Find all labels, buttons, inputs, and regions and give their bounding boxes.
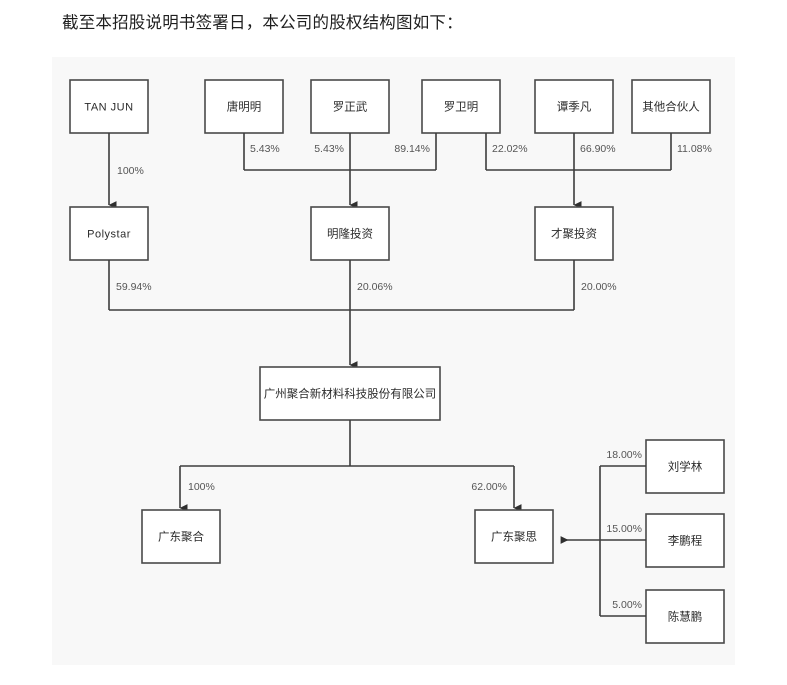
edge-label-chenhuipeng-jusi: 5.00% [612, 599, 642, 611]
node-label: 广州聚合新材料科技股份有限公司 [264, 387, 437, 401]
edge-label-lipengcheng-jusi: 15.00% [606, 523, 642, 535]
node-caiju[interactable]: 才聚投资 [534, 206, 614, 261]
node-box [259, 366, 441, 421]
node-label: 其他合伙人 [642, 100, 700, 114]
node-tang-mingming[interactable]: 唐明明 [204, 79, 284, 134]
edge-label-otherpartners-caiju: 11.08% [677, 143, 712, 155]
node-label: 罗卫明 [444, 101, 479, 114]
node-luo-weiming[interactable]: 罗卫明 [421, 79, 501, 134]
node-guangdong-jusi[interactable]: 广东聚思 [474, 509, 554, 564]
node-label: 广东聚思 [491, 531, 537, 544]
equity-structure-diagram: TAN JUN 唐明明 罗正武 罗卫明 谭季凡 其他合伙人 100% [52, 57, 735, 665]
node-label: 广东聚合 [158, 530, 204, 544]
node-box [534, 206, 614, 261]
node-label: 谭季凡 [557, 101, 592, 114]
node-label: 刘学林 [668, 460, 703, 474]
edge-label-tanjun-polystar: 100% [117, 165, 144, 177]
node-label: 李鹏程 [668, 534, 703, 548]
node-liu-xuelin[interactable]: 刘学林 [645, 439, 725, 494]
edge-label-liuxuelin-jusi: 18.00% [606, 449, 642, 461]
node-li-pengcheng[interactable]: 李鹏程 [645, 513, 725, 568]
edge-label-caiju-main: 20.00% [581, 281, 617, 293]
node-box [69, 79, 149, 134]
node-polystar[interactable]: Polystar [69, 206, 149, 261]
node-box [204, 79, 284, 134]
page-title: 截至本招股说明书签署日，本公司的股权结构图如下： [62, 13, 463, 32]
node-box [69, 206, 149, 261]
node-guangdong-juhe[interactable]: 广东聚合 [141, 509, 221, 564]
diagram-svg: TAN JUN 唐明明 罗正武 罗卫明 谭季凡 其他合伙人 100% [69, 79, 725, 644]
node-label: 陈慧鹏 [668, 610, 703, 624]
node-box [474, 509, 554, 564]
node-box [141, 509, 221, 564]
node-label: Polystar [87, 228, 131, 240]
node-main-company[interactable]: 广州聚合新材料科技股份有限公司 [259, 366, 441, 421]
node-luo-zhengwu[interactable]: 罗正武 [310, 79, 390, 134]
node-other-partners[interactable]: 其他合伙人 [631, 79, 711, 134]
node-label: 才聚投资 [551, 227, 597, 241]
edge-label-luoweiming-caiju: 22.02% [492, 143, 528, 155]
node-minglong[interactable]: 明隆投资 [310, 206, 390, 261]
node-label: 明隆投资 [327, 227, 373, 241]
edge-label-luozhengwu-minglong: 5.43% [314, 143, 344, 155]
node-label: 罗正武 [333, 101, 368, 114]
node-box [645, 439, 725, 494]
node-box [631, 79, 711, 134]
edge-label-minglong-main: 20.06% [357, 281, 393, 293]
node-tan-jun[interactable]: TAN JUN [69, 79, 149, 134]
node-box [645, 589, 725, 644]
node-box [645, 513, 725, 568]
node-box [421, 79, 501, 134]
edge-label-main-jusi: 62.00% [471, 481, 507, 493]
edge-label-main-juhe: 100% [188, 481, 215, 493]
node-label: TAN JUN [84, 101, 133, 113]
edge-label-tangmingming-minglong: 5.43% [250, 143, 280, 155]
edge-label-tanjifan-caiju: 66.90% [580, 143, 616, 155]
edge-label-luoweiming-minglong: 89.14% [394, 143, 430, 155]
edge-label-polystar-main: 59.94% [116, 281, 152, 293]
node-label: 唐明明 [227, 100, 262, 114]
node-tan-jifan[interactable]: 谭季凡 [534, 79, 614, 134]
node-box [310, 206, 390, 261]
node-chen-huipeng[interactable]: 陈慧鹏 [645, 589, 725, 644]
